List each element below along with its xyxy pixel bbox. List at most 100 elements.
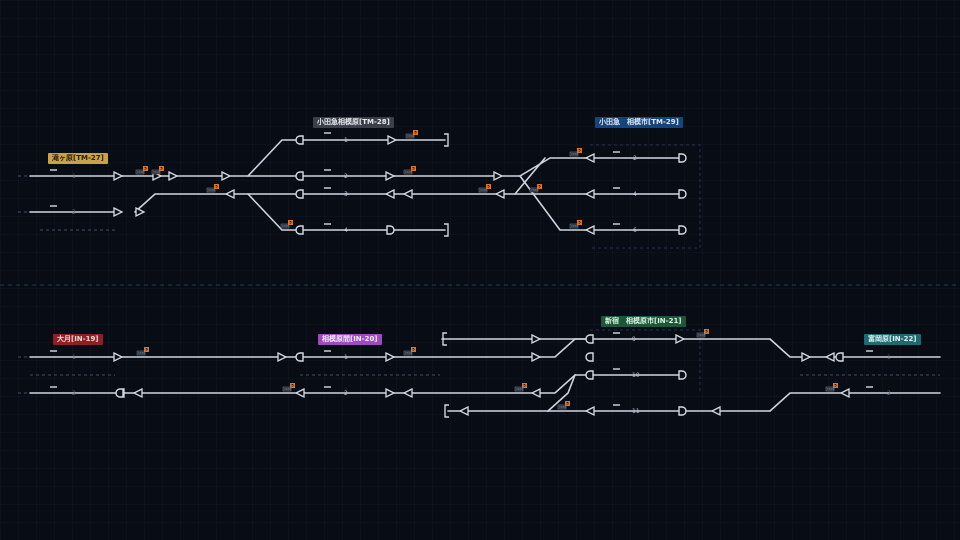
track-number: 1 [72,173,76,180]
station-label-tm29[interactable]: 小田急 相模市[TM-29] [595,117,683,128]
track-stop-icon[interactable] [678,406,687,416]
track-stop-icon[interactable] [585,352,594,362]
station-label-tm28[interactable]: 小田急相模原[TM-28] [313,117,394,128]
signal-icon[interactable] [387,134,398,146]
track-stop-icon[interactable] [386,225,395,235]
signal-icon[interactable] [402,387,413,399]
signal-icon[interactable] [135,206,146,218]
signal-icon[interactable] [584,188,595,200]
station-area-in21 [590,329,701,392]
track-stop-icon[interactable] [835,352,844,362]
track-end-bracket [444,223,449,237]
track-stop-icon[interactable] [295,352,304,362]
signal-icon[interactable] [384,188,395,200]
route-tag-text: 0000 [571,152,578,156]
signal-icon[interactable] [584,405,595,417]
track-stop-icon[interactable] [295,171,304,181]
track-stop-icon[interactable] [678,153,687,163]
route-badge-text: 5 [705,330,708,334]
signal-icon[interactable] [402,188,413,200]
route-tag-text: 0000 [405,170,412,174]
track-stop-icon[interactable] [585,334,594,344]
signal-icon[interactable] [168,170,179,182]
track-number: 1 [344,137,348,144]
route-tag-text: 0000 [153,170,160,174]
signal-icon[interactable] [530,387,541,399]
signal-icon[interactable] [221,170,232,182]
signal-icon[interactable] [385,351,396,363]
route-badge-text: 5 [414,131,417,135]
signal-icon[interactable] [385,170,396,182]
signal-icon[interactable] [675,333,686,345]
route-badge-text: 5 [523,384,526,388]
station-label-in20[interactable]: 相模原間[IN-20] [318,334,382,345]
station-label-in21[interactable]: 新宿 相模原市[IN-21] [601,316,686,327]
signal-icon[interactable] [824,351,835,363]
signal-icon[interactable] [494,188,505,200]
track-number: 1 [887,354,891,361]
signal-icon[interactable] [294,387,305,399]
track-number: 3 [344,191,348,198]
track-stop-icon[interactable] [678,370,687,380]
signal-icon[interactable] [385,387,396,399]
signal-icon[interactable] [113,170,124,182]
signal-icon[interactable] [801,351,812,363]
track-stop-icon[interactable] [295,135,304,145]
track-end-bracket [444,133,449,147]
route-tag-text: 0000 [827,387,834,391]
track-stop-icon[interactable] [678,225,687,235]
signal-icon[interactable] [224,188,235,200]
signal-icon[interactable] [839,387,850,399]
track-number: 1 [344,354,348,361]
signal-icon[interactable] [531,333,542,345]
signal-icon[interactable] [132,387,143,399]
signal-icon[interactable] [113,351,124,363]
track-number: 6 [633,227,637,234]
route-tag-text: 0000 [407,134,414,138]
track-number: 4 [633,191,637,198]
track-number: 2 [72,390,76,397]
station-label-in22[interactable]: 富岡原[IN-22] [864,334,921,345]
track-numbers: 1 2 1 2 3 4 2 4 6 1 2 1 2 9 10 11 1 2 [72,137,891,415]
track-stop-icon[interactable] [585,370,594,380]
signal-icon[interactable] [277,351,288,363]
track-stop-icon[interactable] [295,189,304,199]
signal-icon[interactable] [584,224,595,236]
route-badge-text: 5 [412,167,415,171]
station-label-in19[interactable]: 大月[IN-19] [53,334,103,345]
station-area-tm29 [590,144,701,249]
route-badge-text: 5 [291,384,294,388]
signal-icon[interactable] [584,152,595,164]
track-number: 2 [72,209,76,216]
station-label-tm27[interactable]: 滝ヶ原[TM-27] [48,153,108,164]
signal-icon[interactable] [113,206,124,218]
track-stop-icon[interactable] [295,225,304,235]
signal-icon[interactable] [493,170,504,182]
route-tag-text: 0000 [559,405,566,409]
track-stops [115,135,844,416]
signal-icon[interactable] [710,405,721,417]
signal-icon[interactable] [458,405,469,417]
track-stop-icon[interactable] [678,189,687,199]
track-stop-icon[interactable] [115,388,124,398]
signal-icon[interactable] [531,351,542,363]
tracks-bottom [18,338,941,412]
route-badge-text: 5 [412,348,415,352]
